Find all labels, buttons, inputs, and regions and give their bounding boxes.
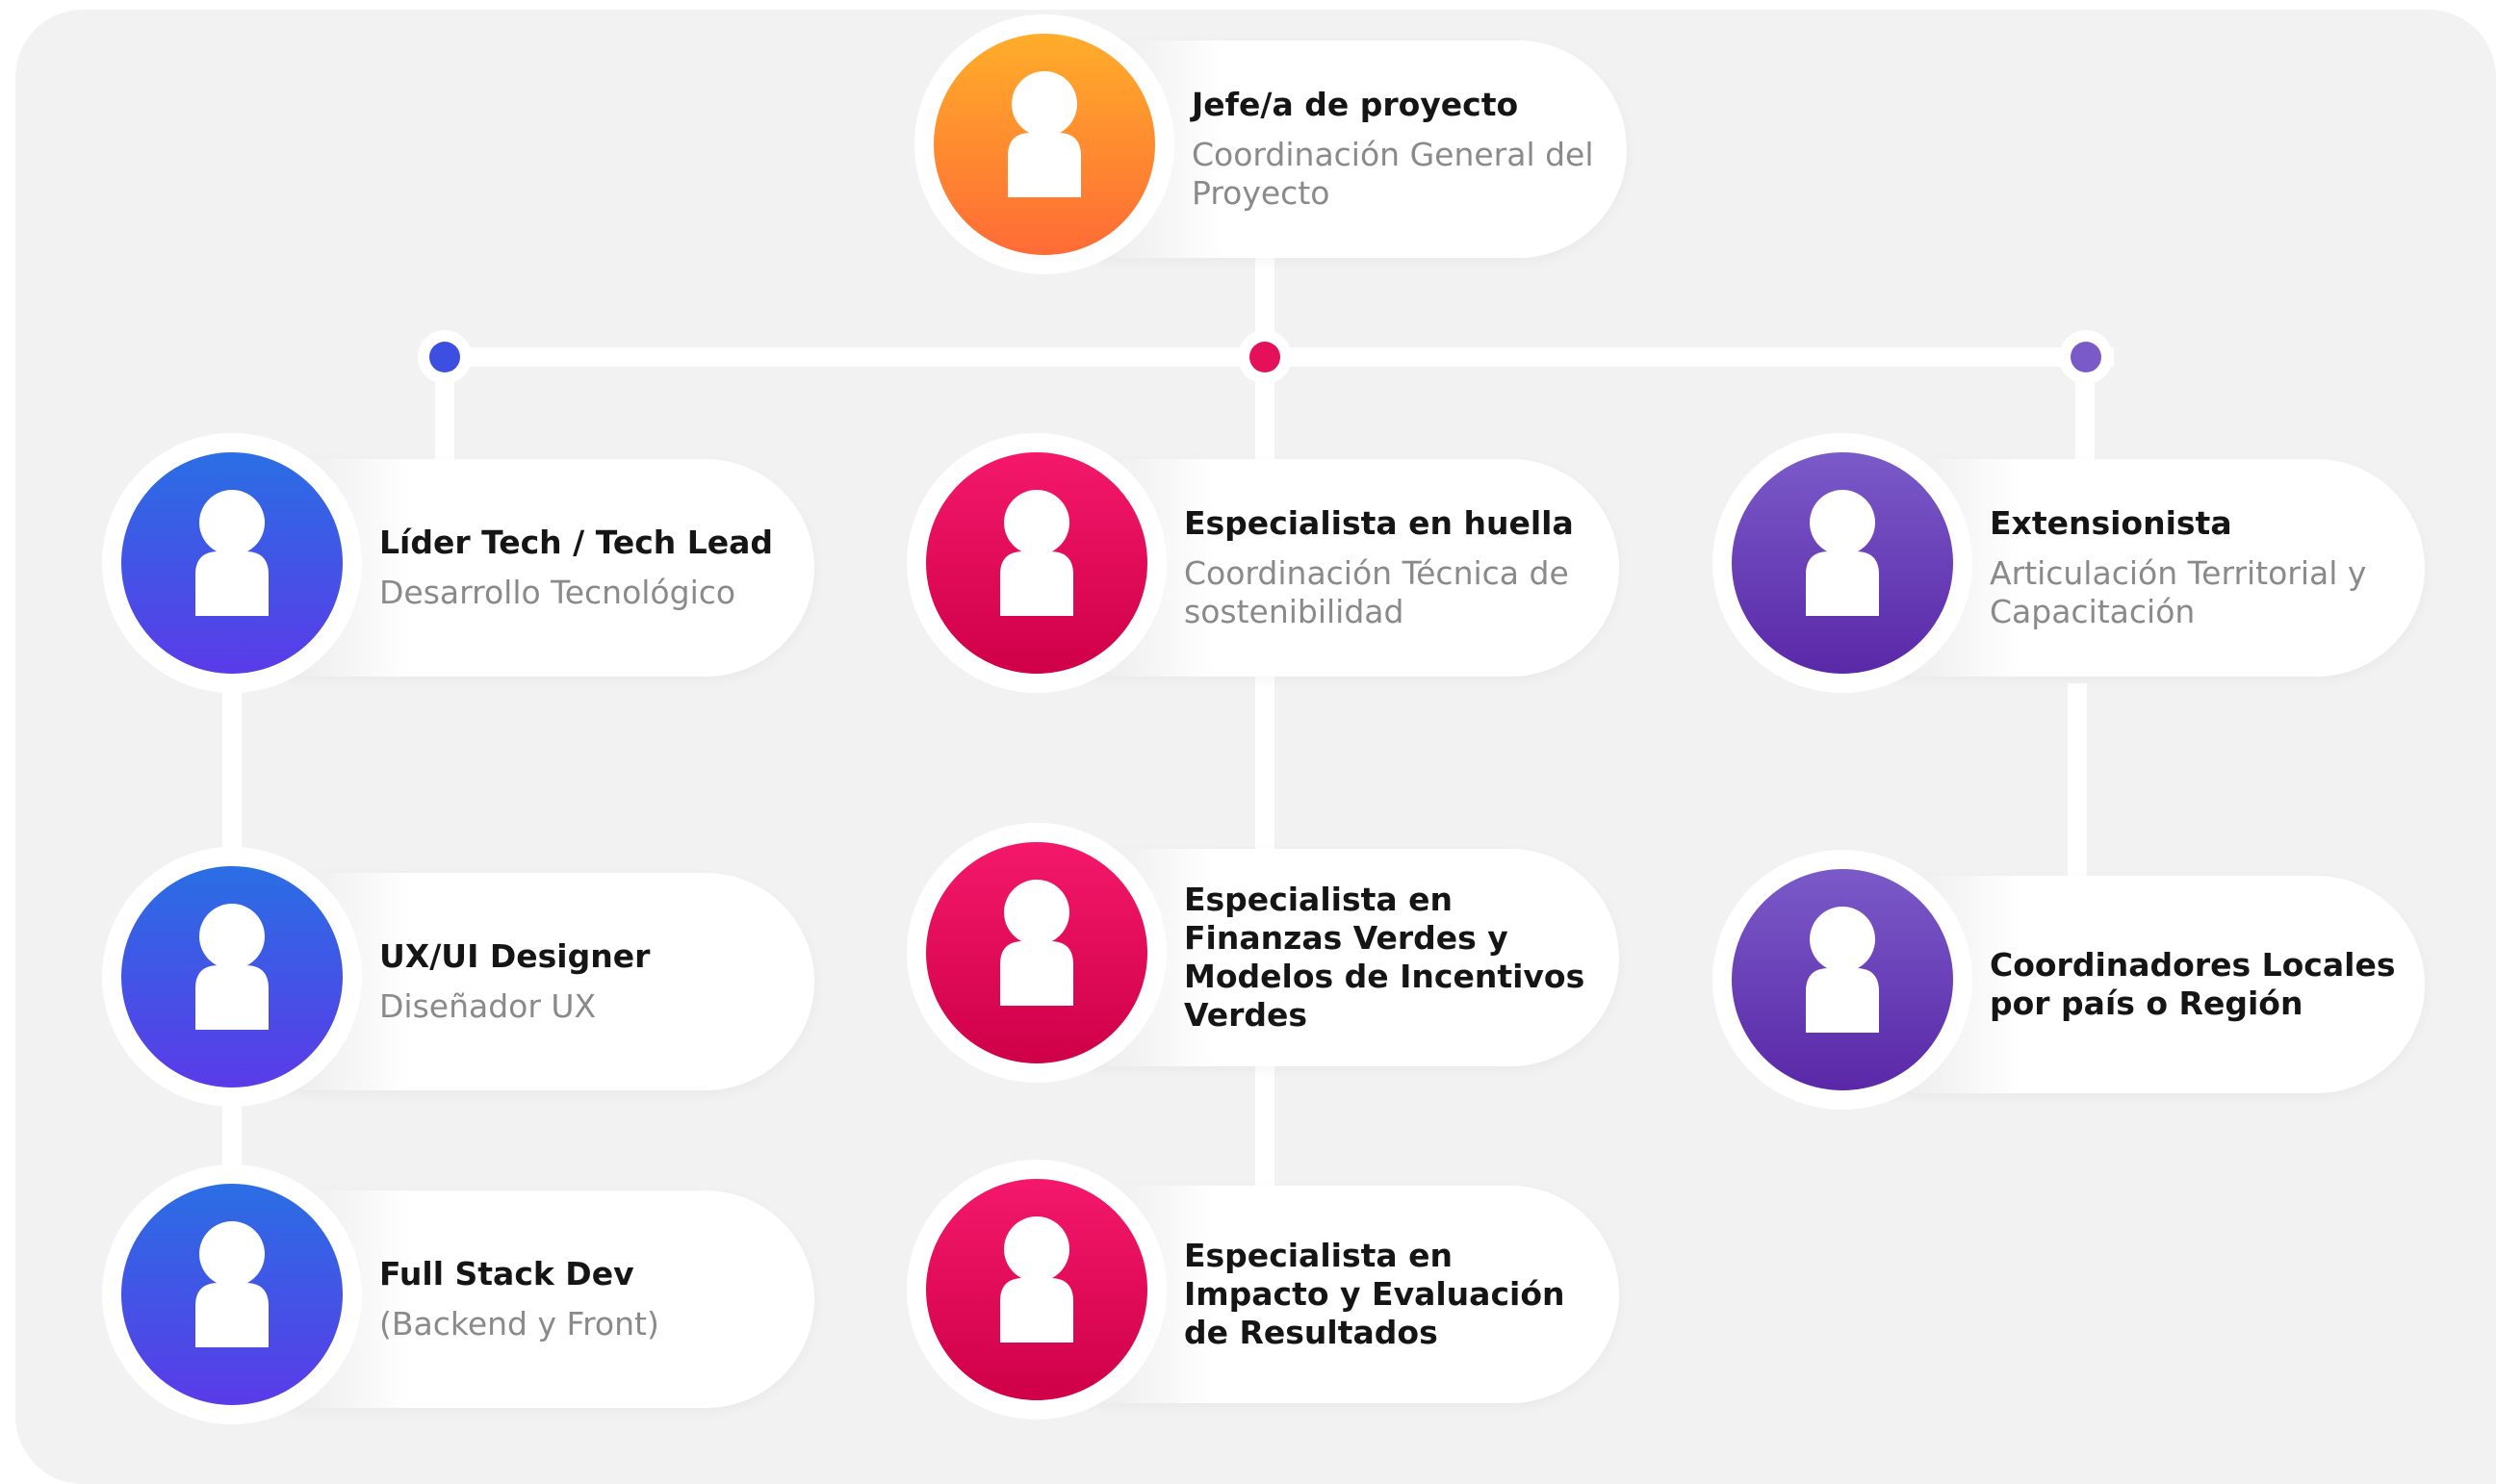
- node-jefe: Jefe/a de proyecto Coordinación General …: [914, 14, 1627, 274]
- node-title: Coordinadores Locales por país o Región: [1990, 946, 2396, 1022]
- avatar-circle: [121, 452, 343, 674]
- node-finanzas: Especialista en Finanzas Verdes y Modelo…: [907, 823, 1619, 1083]
- node-subtitle: Coordinación Técnica de sostenibilidad: [1184, 554, 1569, 630]
- person-icon: [1000, 1216, 1073, 1343]
- node-subtitle: Articulación Territorial y Capacitación: [1990, 554, 2367, 630]
- connector-branch-left: [435, 356, 454, 481]
- avatar: [1712, 850, 1972, 1110]
- avatar-circle: [1732, 452, 1953, 674]
- person-icon: [1000, 490, 1073, 616]
- avatar: [907, 433, 1167, 693]
- junction-dot-right-fill: [2071, 342, 2101, 372]
- node-ux-ui: UX/UI Designer Diseñador UX: [102, 847, 814, 1107]
- node-title: Especialista en Impacto y Evaluación de …: [1184, 1237, 1565, 1351]
- connector-right-col: [2068, 683, 2087, 876]
- person-icon: [1806, 490, 1879, 616]
- node-subtitle: Coordinación General del Proyecto: [1192, 136, 1594, 212]
- junction-dot-left-fill: [429, 342, 460, 372]
- avatar: [1712, 433, 1972, 693]
- person-icon: [195, 1221, 269, 1347]
- person-icon: [195, 904, 269, 1030]
- node-coordinadores: Coordinadores Locales por país o Región: [1712, 850, 2425, 1110]
- node-impacto: Especialista en Impacto y Evaluación de …: [907, 1160, 1619, 1420]
- avatar-circle: [121, 866, 343, 1087]
- node-title: UX/UI Designer: [379, 937, 651, 975]
- avatar-circle: [926, 1179, 1147, 1400]
- node-title: Líder Tech / Tech Lead: [379, 524, 774, 561]
- node-subtitle: Desarrollo Tecnológico: [379, 574, 736, 611]
- junction-dot-center: [1238, 330, 1292, 384]
- avatar: [907, 1160, 1167, 1420]
- node-lider-tech: Líder Tech / Tech Lead Desarrollo Tecnol…: [102, 433, 814, 693]
- node-title: Especialista en Finanzas Verdes y Modelo…: [1184, 881, 1585, 1034]
- node-title: Full Stack Dev: [379, 1255, 634, 1292]
- org-chart-canvas: Jefe/a de proyecto Coordinación General …: [15, 10, 2496, 1484]
- connector-branch-right: [2075, 356, 2095, 481]
- node-subtitle: (Backend y Front): [379, 1305, 659, 1343]
- avatar: [102, 433, 362, 693]
- avatar: [907, 823, 1167, 1083]
- node-title: Especialista en huella: [1184, 504, 1574, 542]
- node-title: Extensionista: [1990, 504, 2232, 542]
- avatar-circle: [121, 1184, 343, 1405]
- person-icon: [195, 490, 269, 616]
- junction-dot-left: [418, 330, 472, 384]
- person-icon: [1008, 71, 1081, 197]
- avatar-circle: [926, 842, 1147, 1063]
- node-subtitle: Diseñador UX: [379, 987, 597, 1025]
- node-extensionista: Extensionista Articulación Territorial y…: [1712, 433, 2425, 693]
- avatar-circle: [926, 452, 1147, 674]
- avatar-circle: [1732, 869, 1953, 1090]
- node-full-stack: Full Stack Dev (Backend y Front): [102, 1164, 814, 1424]
- node-title: Jefe/a de proyecto: [1192, 86, 1519, 123]
- junction-dot-center-fill: [1249, 342, 1280, 372]
- avatar: [102, 1164, 362, 1424]
- avatar: [102, 847, 362, 1107]
- avatar-circle: [934, 34, 1155, 255]
- person-icon: [1000, 880, 1073, 1006]
- person-icon: [1806, 907, 1879, 1033]
- node-huella: Especialista en huella Coordinación Técn…: [907, 433, 1619, 693]
- junction-dot-right: [2059, 330, 2113, 384]
- avatar: [914, 14, 1174, 274]
